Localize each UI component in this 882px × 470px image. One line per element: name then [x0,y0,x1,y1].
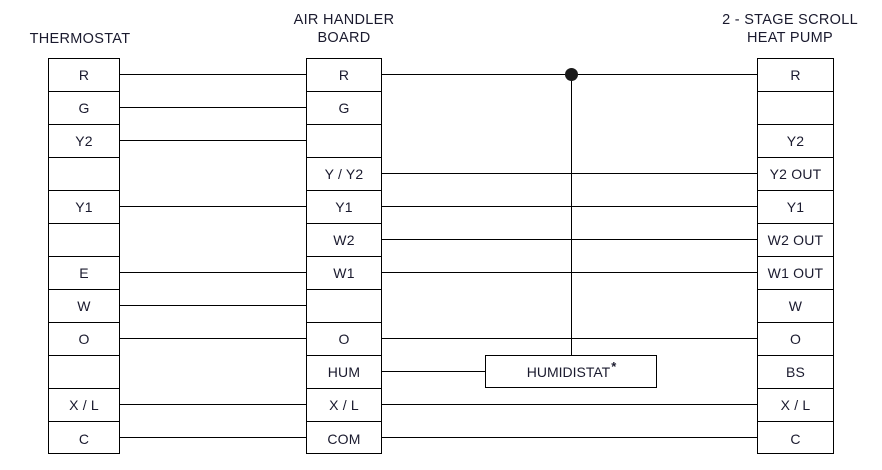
thermostat-terminal-r[interactable]: R [49,59,119,92]
wire-air-handler-humidistat-hum [381,371,485,373]
wire-thermostat-air-handler-g [119,107,306,109]
air-handler-terminal-xl[interactable]: X / L [307,389,381,422]
thermostat-terminal-g[interactable]: G [49,92,119,125]
heat-pump-terminal-y2-out[interactable]: Y2 OUT [758,158,833,191]
air-handler-terminal-y1[interactable]: Y1 [307,191,381,224]
wire-air-handler-heat-pump-o [381,338,758,340]
air-handler-header-line2: BOARD [317,30,371,46]
wire-thermostat-air-handler-c [119,437,306,439]
humidistat-box[interactable]: HUMIDISTAT* [485,355,657,388]
heat-pump-header-line1: 2 - STAGE SCROLL [722,12,858,28]
heat-pump-terminal-y1[interactable]: Y1 [758,191,833,224]
heat-pump-terminal-blank-1[interactable] [758,92,833,125]
humidistat-footnote-asterisk: * [611,359,617,374]
wire-air-handler-heat-pump-xl [381,404,758,406]
thermostat-terminal-blank-2[interactable] [49,224,119,257]
air-handler-terminal-block: R G Y / Y2 Y1 W2 W1 O HUM X / L COM [306,58,382,454]
air-handler-terminal-hum[interactable]: HUM [307,356,381,389]
air-handler-terminal-o[interactable]: O [307,323,381,356]
wire-air-handler-heat-pump-w2 [381,239,758,241]
thermostat-terminal-e[interactable]: E [49,257,119,290]
thermostat-terminal-c[interactable]: C [78,430,90,447]
air-handler-terminal-com[interactable]: COM [327,430,361,447]
wire-thermostat-air-handler-xl [119,404,306,406]
wire-thermostat-air-handler-e [119,272,306,274]
heat-pump-terminal-c[interactable]: C [790,430,801,447]
thermostat-terminal-y1[interactable]: Y1 [49,191,119,224]
thermostat-header: THERMOSTAT [29,31,131,47]
air-handler-terminal-r[interactable]: R [307,59,381,92]
heat-pump-terminal-w[interactable]: W [758,290,833,323]
heat-pump-terminal-o[interactable]: O [758,323,833,356]
wire-thermostat-air-handler-y2 [119,140,306,142]
wire-junction-dot [565,68,578,81]
heat-pump-terminal-w2-out[interactable]: W2 OUT [758,224,833,257]
air-handler-terminal-w2[interactable]: W2 [307,224,381,257]
wire-thermostat-air-handler-w [119,305,306,307]
heat-pump-terminal-block: R Y2 Y2 OUT Y1 W2 OUT W1 OUT W O BS X / … [757,58,834,454]
heat-pump-terminal-w1-out[interactable]: W1 OUT [758,257,833,290]
heat-pump-terminal-bs[interactable]: BS [758,356,833,389]
thermostat-terminal-blank-1[interactable] [49,158,119,191]
wire-branch-r-to-humidistat [571,74,573,355]
thermostat-terminal-blank-3[interactable] [49,356,119,389]
air-handler-terminal-w1[interactable]: W1 [307,257,381,290]
heat-pump-terminal-xl[interactable]: X / L [758,389,833,422]
air-handler-terminal-y-y2[interactable]: Y / Y2 [307,158,381,191]
wire-air-handler-heat-pump-y-y2 [381,173,758,175]
wire-air-handler-heat-pump-y1 [381,206,758,208]
air-handler-terminal-g[interactable]: G [307,92,381,125]
humidistat-label: HUMIDISTAT [526,363,611,380]
thermostat-terminal-block: R G Y2 Y1 E W O X / L C [48,58,120,454]
wire-air-handler-heat-pump-com [381,437,758,439]
thermostat-terminal-y2[interactable]: Y2 [49,125,119,158]
air-handler-terminal-blank-2[interactable] [307,290,381,323]
air-handler-terminal-blank-1[interactable] [307,125,381,158]
thermostat-terminal-xl[interactable]: X / L [49,389,119,422]
thermostat-terminal-w[interactable]: W [49,290,119,323]
heat-pump-terminal-r[interactable]: R [758,59,833,92]
wire-air-handler-heat-pump-w1 [381,272,758,274]
heat-pump-header-line2: HEAT PUMP [747,30,833,46]
wire-thermostat-air-handler-r [119,74,306,76]
wire-thermostat-air-handler-o [119,338,306,340]
wire-thermostat-air-handler-y1 [119,206,306,208]
heat-pump-terminal-y2[interactable]: Y2 [758,125,833,158]
thermostat-terminal-o[interactable]: O [49,323,119,356]
cropped-text-remnant [0,0,882,5]
air-handler-header-line1: AIR HANDLER [293,12,395,28]
